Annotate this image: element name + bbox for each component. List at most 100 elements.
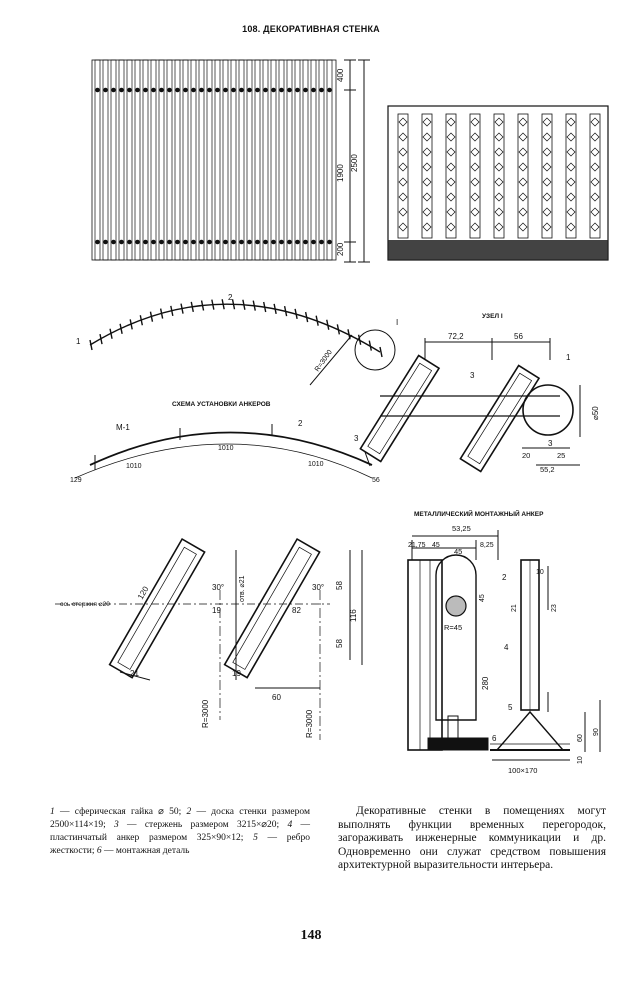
bolt xyxy=(143,239,148,245)
panel-diamond xyxy=(542,192,552,202)
dim-200: 200 xyxy=(336,242,345,256)
bolt xyxy=(271,87,276,93)
arc-slat xyxy=(149,311,154,322)
arc-slat xyxy=(139,315,144,326)
scheme-label-m1: М-1 xyxy=(116,423,130,432)
node-dim-56: 56 xyxy=(514,332,523,341)
bolt xyxy=(247,87,252,93)
panel-diamond xyxy=(590,117,600,127)
panel-diamond xyxy=(422,177,432,187)
panel-diamond xyxy=(566,192,576,202)
arc-slat xyxy=(315,315,319,326)
anchor-label-6: 6 xyxy=(492,734,497,743)
bolt xyxy=(223,87,228,93)
anchor-dim-45c: 45 xyxy=(479,594,486,602)
bolt xyxy=(159,87,164,93)
axis-dim-82: 82 xyxy=(292,606,301,615)
arc-slat xyxy=(368,340,372,351)
bolt xyxy=(191,239,196,245)
legend-num: 5 xyxy=(253,833,258,843)
arc-slat xyxy=(283,306,288,317)
legend-num: 4 xyxy=(287,820,293,830)
panel-column xyxy=(541,113,553,239)
legend-caption: 1 — сферическая гайка ⌀ 50; 2 — доска ст… xyxy=(50,806,310,858)
panel-diamond xyxy=(446,147,456,157)
panel-diamond xyxy=(542,162,552,172)
axis-radius-a: R=3000 xyxy=(201,699,210,728)
panel-diamond xyxy=(470,117,480,127)
anchor-dim-53: 53,25 xyxy=(452,524,471,533)
arc-slat xyxy=(326,319,330,330)
bolt xyxy=(103,239,108,245)
bolt xyxy=(175,87,180,93)
panel-diamond xyxy=(422,117,432,127)
bolt xyxy=(327,239,332,245)
axis-dim-30b: 30° xyxy=(312,583,324,592)
anchor-dim-45a: 45 xyxy=(432,542,440,549)
arc-slat xyxy=(99,334,103,345)
panel-diamond xyxy=(566,132,576,142)
axis-radius-b: R=3000 xyxy=(305,709,314,738)
arc-slat xyxy=(242,299,246,310)
node-title: УЗЕЛ I xyxy=(482,313,503,320)
arc-slat xyxy=(357,334,362,345)
bolt xyxy=(191,87,196,93)
arc-slat xyxy=(129,319,133,330)
panel-diamond xyxy=(566,117,576,127)
bolt xyxy=(95,87,100,93)
node-dim-72: 72,2 xyxy=(448,332,464,341)
axis-dim-19a: 19 xyxy=(212,606,221,615)
arc-slat xyxy=(273,303,277,314)
bolt xyxy=(239,87,244,93)
panel-column xyxy=(565,113,577,239)
panel-diamond xyxy=(446,132,456,142)
panel-diamond xyxy=(590,207,600,217)
panel-diamond xyxy=(470,132,480,142)
panel-diamond xyxy=(398,222,408,232)
panel-diamond xyxy=(542,207,552,217)
plan-label-2: 2 xyxy=(228,293,233,302)
panel-diamond xyxy=(518,147,528,157)
panel-diamond xyxy=(398,117,408,127)
node-label-1: 1 xyxy=(566,353,571,362)
anchor-label-4: 4 xyxy=(504,643,509,652)
bolt xyxy=(263,87,268,93)
panel-column xyxy=(589,113,601,239)
panel-diamond xyxy=(518,177,528,187)
bolt xyxy=(151,87,156,93)
anchor-dim-90: 90 xyxy=(593,728,600,736)
bolt xyxy=(207,239,212,245)
panel-diamond xyxy=(590,192,600,202)
anchor-label-2: 2 xyxy=(502,573,507,582)
anchor-scheme-title: СХЕМА УСТАНОВКИ АНКЕРОВ xyxy=(172,401,271,408)
panel-diamond xyxy=(494,222,504,232)
panel-diamond xyxy=(566,162,576,172)
anchor-dim-45b: 45 xyxy=(454,547,462,556)
panel-diamond xyxy=(494,207,504,217)
bolt xyxy=(311,239,316,245)
panel-diamond xyxy=(446,192,456,202)
bolt xyxy=(231,239,236,245)
anchor-radius: R=45 xyxy=(444,623,462,632)
bolt xyxy=(151,239,156,245)
bolt xyxy=(255,87,260,93)
bolt xyxy=(231,87,236,93)
page-title: 108. ДЕКОРАТИВНАЯ СТЕНКА xyxy=(242,24,380,34)
panel-diamond xyxy=(398,192,408,202)
panel-diamond xyxy=(494,177,504,187)
panel-diamond xyxy=(398,177,408,187)
bolt xyxy=(127,87,132,93)
panel-diamond xyxy=(422,132,432,142)
axis-dim-19b: 19 xyxy=(232,669,241,678)
arc-slat xyxy=(119,323,123,334)
panel-diamond xyxy=(590,222,600,232)
panel-diamond xyxy=(470,162,480,172)
bolt xyxy=(207,87,212,93)
arc-slat xyxy=(190,301,194,312)
panel-diamond xyxy=(566,207,576,217)
panel-diamond xyxy=(422,147,432,157)
legend-text: — стержень размером 3215×⌀20; xyxy=(118,820,288,830)
description-paragraph: Декоративные стенки в помещениях могут в… xyxy=(338,805,606,871)
panel-diamond xyxy=(542,132,552,142)
panel-diamond xyxy=(470,177,480,187)
